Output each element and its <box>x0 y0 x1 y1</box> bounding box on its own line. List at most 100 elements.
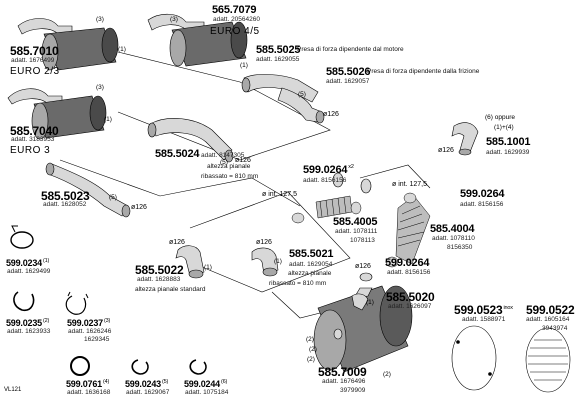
inner-diameter-127-5: ø int. 127,5 <box>392 181 428 188</box>
part-code-585-7040: 585.7040 <box>10 124 59 138</box>
muffler-565-7079-drawing <box>147 13 248 67</box>
part-adatt-599-0523: adatt. 1588971 <box>462 316 506 323</box>
drawing-code: VL121 <box>4 387 22 393</box>
part-desc-585-5026: Presa di forza dipendente dalla frizione <box>367 68 480 75</box>
callout-3: (3) <box>96 16 104 23</box>
clamp-adatt-599-0234: adatt. 1629499 <box>7 268 51 275</box>
part-code-585-5020: 585.5020 <box>386 290 435 304</box>
part-code-599-0523: 599.0523inox <box>454 303 513 317</box>
clamp-adatt-599-0235: adatt. 1623933 <box>7 328 51 335</box>
part-adatt-585-7040: adatt. 3183953 <box>11 136 55 143</box>
clamp-adatt-599-0237: adatt. 1626246 <box>68 328 112 335</box>
part-code-599-0522: 599.0522 <box>526 303 575 317</box>
callout-1: (1) <box>240 62 248 69</box>
clamp-adatt-599-0761: adatt. 1636168 <box>67 389 111 396</box>
part-note-585-5024-2: ribassato = 810 mm <box>201 173 259 180</box>
elbow-585-5022-drawing <box>175 245 205 279</box>
grille-599-0522-drawing <box>525 327 571 393</box>
part-note-585-5021-1: altezza pianale <box>288 270 332 277</box>
part-adatt-585-5025: adatt. 1629055 <box>256 56 300 63</box>
clamp-icons-drawing <box>10 225 207 376</box>
connector-lower-outline <box>189 191 351 293</box>
part-note-585-5021-2: ribassato = 810 mm <box>269 280 327 287</box>
pipe-585-5025-drawing <box>241 74 319 103</box>
callout-2: (2) <box>306 336 314 343</box>
clamp-code-599-0234: 599.0234(1) <box>6 258 50 268</box>
part-adatt-585-5023: adatt. 1628052 <box>43 201 87 208</box>
callout-2: (2) <box>309 346 317 353</box>
part-adatt-599-0264-x2: adatt. 8156156 <box>303 177 347 184</box>
clamp-adatt-599-0243: adatt. 1629067 <box>126 389 170 396</box>
part-code-585-7010: 585.7010 <box>10 44 59 58</box>
callout-3: (3) <box>96 84 104 91</box>
callout-5: (5) <box>220 159 228 166</box>
flexible-585-4004-drawing <box>385 192 431 268</box>
diameter-126: ø126 <box>235 157 251 164</box>
euro-label-4-5: EURO 4/5 <box>210 26 260 37</box>
diameter-126: ø126 <box>355 263 371 270</box>
part-adatt2-585-4004: 8156350 <box>447 244 473 251</box>
diameter-126: ø126 <box>131 204 147 211</box>
clamp-code-599-0235: 599.0235(2) <box>6 318 50 328</box>
muffler-585-7010-drawing <box>17 18 119 71</box>
callout-1: (1) <box>204 264 212 271</box>
clamp-adatt-599-0244: adatt. 1075184 <box>185 389 229 396</box>
part-adatt-585-5021: adatt. 1629054 <box>289 261 333 268</box>
diameter-126: ø126 <box>169 239 185 246</box>
oppure-note-2: (1)+(4) <box>494 124 514 131</box>
callout-5: (5) <box>298 91 306 98</box>
part-code-599-0264: 599.0264 <box>460 188 505 200</box>
part-adatt-599-0264-lower: adatt. 8156156 <box>387 269 431 276</box>
part-adatt2-585-7009: 3979909 <box>340 387 366 394</box>
pipe-585-1001-drawing <box>451 122 479 156</box>
callout-1: (1) <box>118 46 126 53</box>
callout-1: (1) <box>104 116 112 123</box>
part-adatt2-599-0522: 3943974 <box>542 325 568 332</box>
part-code-599-0264-x2: 599.0264x2 <box>303 164 354 176</box>
part-note-585-5024-1: altezza pianale <box>207 163 251 170</box>
part-adatt-585-4004: adatt. 1078110 <box>432 235 475 242</box>
clamp-code-599-0244: 599.0244(6) <box>184 379 228 389</box>
part-adatt-585-5020: adatt. 1626097 <box>388 303 432 310</box>
flexible-585-4005-drawing <box>291 195 362 224</box>
part-code-565-7079: 565.7079 <box>212 4 257 16</box>
callout-2: (2) <box>307 356 315 363</box>
euro-label-3: EURO 3 <box>10 145 51 156</box>
part-code-585-7009: 585.7009 <box>318 365 367 379</box>
part-adatt-585-5024: adatt. 8147305 <box>201 152 245 159</box>
muffler-585-7040-drawing <box>7 88 107 140</box>
connector-top-outline <box>117 51 331 161</box>
connector-middle-outline <box>59 159 301 207</box>
muffler-585-7009-drawing <box>313 285 413 373</box>
euro-label-2-3: EURO 2/3 <box>10 66 60 77</box>
pipe-585-5023-drawing <box>45 162 131 218</box>
pipe-585-5020-drawing <box>351 293 369 311</box>
callout-3: (3) <box>170 16 178 23</box>
part-adatt-585-4005: adatt. 1078111 <box>335 228 378 235</box>
clamp-599-0264-pair-drawing <box>332 172 372 194</box>
plate-599-0523-drawing <box>451 325 497 391</box>
part-code-585-5025: 585.5025 <box>256 44 301 56</box>
part-adatt-599-0522: adatt. 1605164 <box>526 316 570 323</box>
part-code-585-4005: 585.4005 <box>333 216 378 228</box>
part-adatt-585-1001: adatt. 1629939 <box>486 149 530 156</box>
diameter-126: ø126 <box>256 239 272 246</box>
part-adatt-599-0264: adatt. 8156156 <box>460 201 504 208</box>
callout-5: (5) <box>109 194 117 201</box>
part-code-585-5023: 585.5023 <box>41 189 90 203</box>
clamp-code-599-0243: 599.0243(5) <box>125 379 169 389</box>
diameter-126: ø126 <box>438 147 454 154</box>
inner-diameter-127-5: ø int. 127,5 <box>262 191 298 198</box>
part-adatt2-585-4005: 1078113 <box>350 237 375 244</box>
part-adatt-585-7010: adatt. 1676499 <box>11 57 55 64</box>
part-code-585-4004: 585.4004 <box>430 223 475 235</box>
clamp-code-599-0761: 599.0761(4) <box>66 379 110 389</box>
part-code-585-5026: 585.5026 <box>326 66 371 78</box>
diameter-126: ø126 <box>323 111 339 118</box>
part-note-585-5022: altezza pianale standard <box>135 286 206 293</box>
callout-1: (1) <box>274 258 282 265</box>
part-adatt-585-5026: adatt. 1629057 <box>326 78 370 85</box>
part-code-585-5024: 585.5024 <box>155 148 200 160</box>
